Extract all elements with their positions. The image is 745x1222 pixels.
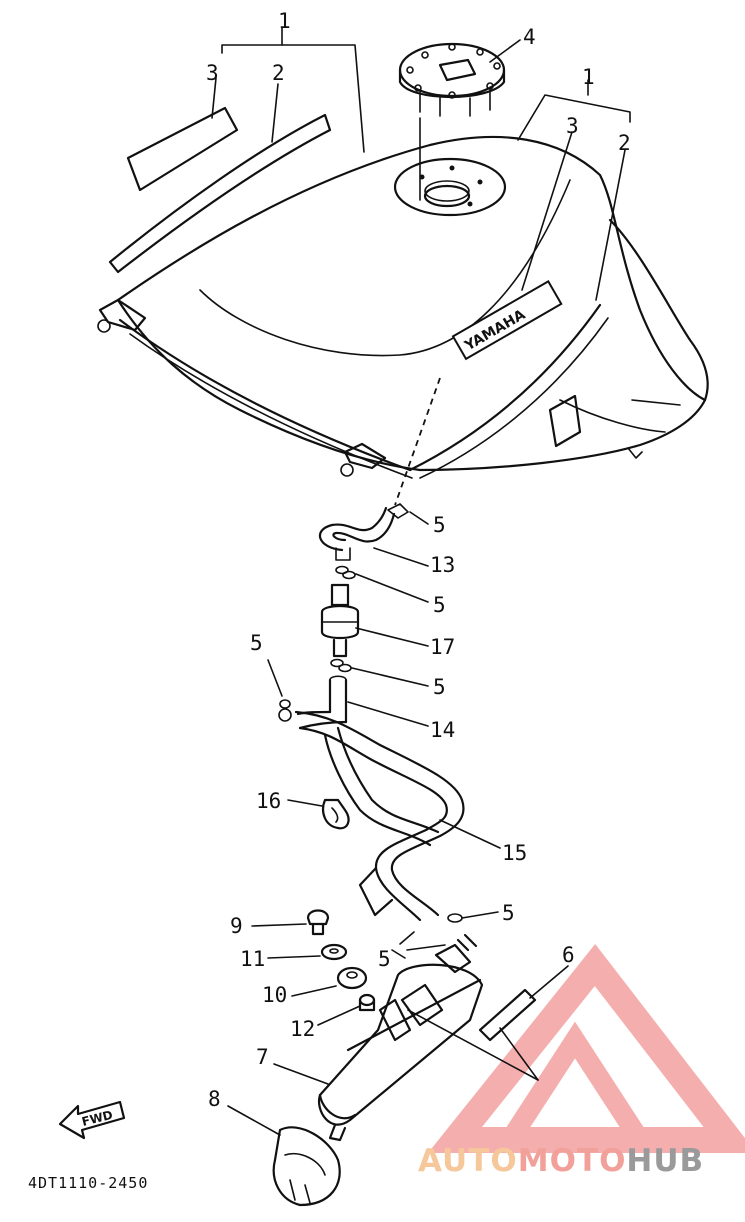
pump-strainer-8	[272, 1126, 341, 1207]
clamp-16	[321, 798, 350, 830]
collar-12	[358, 993, 376, 1012]
fuel-filter-17	[320, 583, 360, 658]
loose-emblems	[108, 27, 365, 274]
front-mount-bracket	[97, 298, 387, 477]
diagram-code: 4DT1110-2450	[28, 1174, 148, 1192]
watermark-logo	[427, 943, 745, 1153]
callout-4: 4	[523, 25, 536, 49]
callout-1-right: 1	[582, 65, 595, 89]
callout-14: 14	[430, 718, 455, 742]
callout-5-d: 5	[250, 631, 263, 655]
callout-10: 10	[262, 983, 287, 1007]
watermark-auto: AUTO	[418, 1143, 518, 1179]
callout-5-f: 5	[378, 947, 391, 971]
watermark-text: AUTOMOTOHUB	[418, 1143, 704, 1179]
fwd-arrow-icon: FWD	[58, 1100, 126, 1140]
callout-5-e: 5	[502, 901, 515, 925]
callout-3-right: 3	[566, 114, 579, 138]
callout-5-c: 5	[433, 675, 446, 699]
callout-5-a: 5	[433, 513, 446, 537]
callout-11: 11	[240, 947, 265, 971]
callout-17: 17	[430, 635, 455, 659]
callout-7: 7	[256, 1045, 269, 1069]
hose-13	[318, 506, 396, 561]
callout-8: 8	[208, 1087, 221, 1111]
grommet-10	[336, 966, 368, 990]
callout-3-upper: 3	[206, 61, 219, 85]
callout-9: 9	[230, 914, 243, 938]
callout-2-right: 2	[618, 131, 631, 155]
callout-12: 12	[290, 1017, 315, 1041]
callout-13: 13	[430, 553, 455, 577]
yamaha-emblem: YAMAHA	[451, 280, 563, 361]
fuel-cap	[398, 39, 521, 201]
washer-11	[320, 943, 348, 961]
callout-16: 16	[256, 789, 281, 813]
strip-6	[478, 988, 537, 1042]
bolt-9	[306, 909, 330, 936]
callout-labels: 1 3 2 4 1 3 2 5 13 5 17 5 5 14 16 15 9 5…	[206, 9, 631, 1111]
watermark-moto: MOTO	[518, 1143, 627, 1179]
fuel-pump-7	[317, 933, 484, 1142]
watermark-hub: HUB	[626, 1143, 704, 1179]
hose-14	[296, 675, 348, 730]
callout-1-upper: 1	[278, 9, 291, 33]
callout-5-b: 5	[433, 593, 446, 617]
callout-15: 15	[502, 841, 527, 865]
callout-6: 6	[562, 943, 575, 967]
hose-15	[294, 710, 465, 922]
callout-2-upper: 2	[272, 61, 285, 85]
